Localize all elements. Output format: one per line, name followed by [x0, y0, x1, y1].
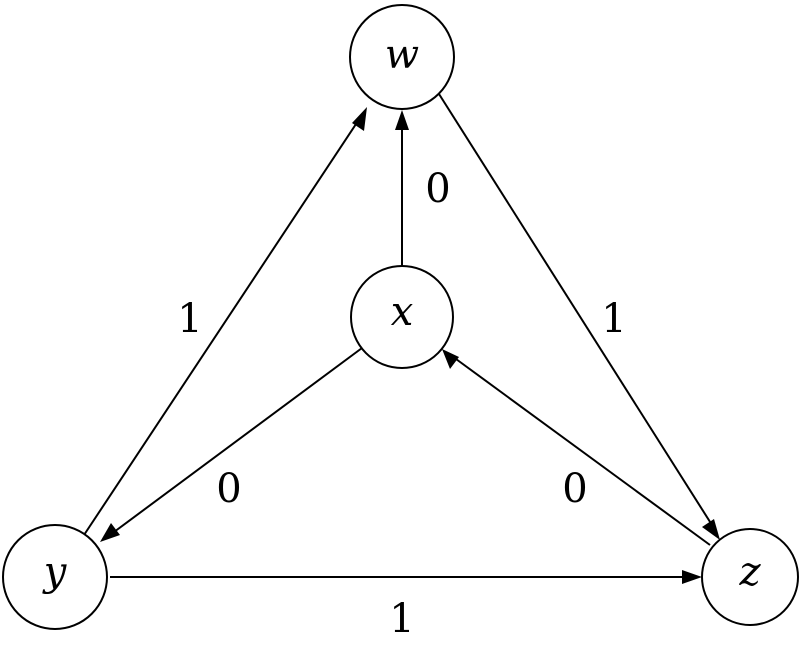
edge-z-x-arrowhead — [442, 349, 459, 369]
edge-w-to-z — [438, 93, 720, 540]
edge-w-z-arrowhead — [702, 519, 720, 540]
edge-z-x-label: 0 — [562, 466, 587, 512]
edge-y-w-label: 1 — [177, 296, 202, 342]
node-x-circle — [350, 265, 454, 369]
edge-y-w-line — [83, 120, 359, 536]
node-x-label: x — [391, 289, 414, 335]
edge-x-to-y — [100, 347, 363, 542]
edge-x-y-label: 0 — [216, 466, 241, 512]
edge-z-x-line — [455, 358, 711, 546]
edge-y-z-label: 1 — [389, 596, 414, 642]
edge-x-to-w — [395, 110, 409, 266]
edge-x-w-label: 0 — [425, 166, 450, 212]
node-y-circle — [2, 524, 108, 630]
node-z-label: z — [738, 549, 761, 595]
edge-y-to-w — [83, 107, 367, 536]
edge-y-w-arrowhead — [352, 107, 367, 131]
edge-x-y-line — [113, 347, 363, 533]
edge-y-to-z — [110, 570, 702, 584]
node-y-label: y — [42, 549, 68, 595]
node-z: z — [701, 528, 799, 626]
node-y: y — [2, 524, 108, 630]
edge-z-to-x — [442, 349, 711, 546]
node-w: w — [349, 4, 455, 110]
node-w-circle — [349, 4, 455, 110]
edge-x-y-arrowhead — [100, 523, 120, 542]
edge-w-z-label: 1 — [601, 296, 626, 342]
node-w-label: w — [385, 32, 419, 78]
edge-x-w-arrowhead — [395, 110, 409, 130]
node-x: x — [350, 265, 454, 369]
edge-w-z-line — [438, 93, 713, 526]
edge-y-z-arrowhead — [682, 570, 702, 584]
node-z-circle — [701, 528, 799, 626]
